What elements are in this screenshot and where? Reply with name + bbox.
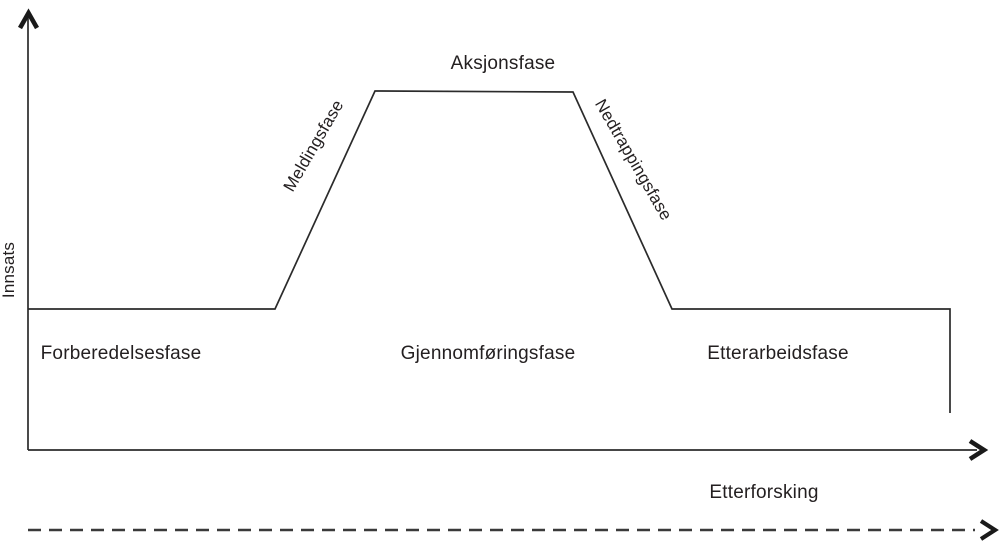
- y-axis-arrowhead-icon: [17, 8, 40, 30]
- y-axis-label: Innsats: [0, 241, 18, 299]
- phase-label-preparation: Forberedelsesfase: [40, 343, 202, 364]
- x-axis-arrowhead-icon: [968, 439, 989, 461]
- effort-curve: [28, 90, 951, 413]
- phase-label-investigation: Etterforsking: [709, 482, 819, 503]
- phase-label-execution: Gjennomføringsfase: [400, 343, 576, 364]
- phase-label-aftermath: Etterarbeidsfase: [707, 343, 849, 364]
- investigation-arrowhead-icon: [979, 519, 999, 541]
- phase-label-action: Aksjonsfase: [450, 53, 556, 74]
